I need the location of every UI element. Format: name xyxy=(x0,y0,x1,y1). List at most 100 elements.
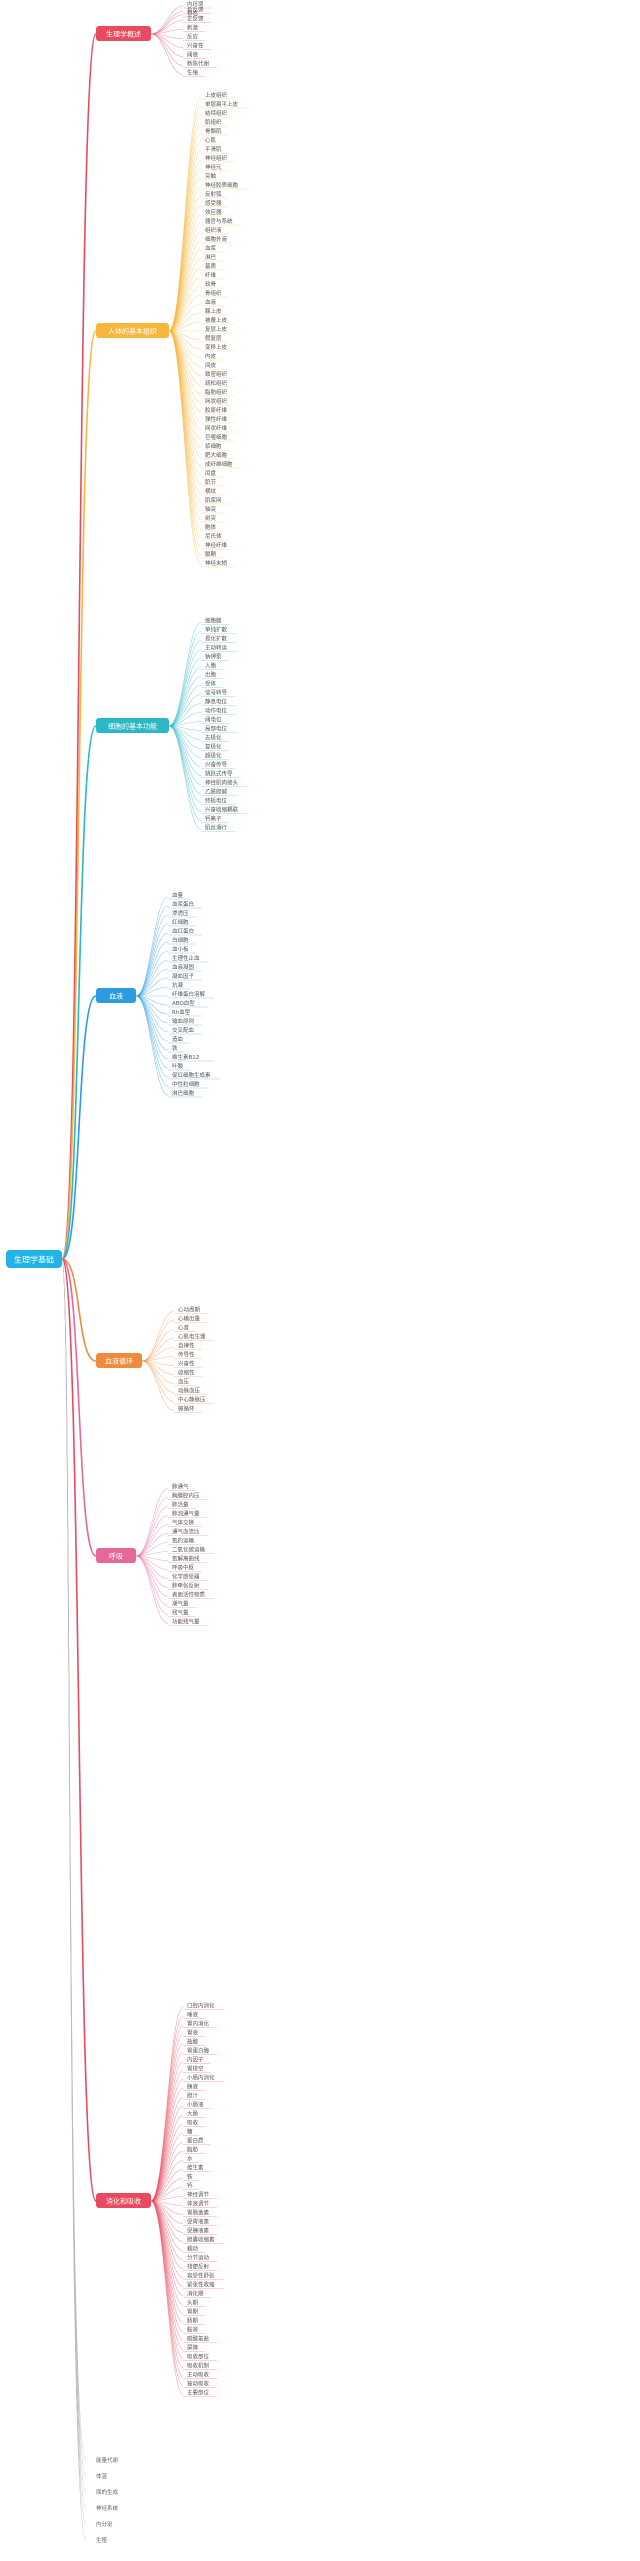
branch-label: 正反馈 xyxy=(187,15,204,23)
branch-label: 心肌 xyxy=(205,137,217,144)
item-connector xyxy=(135,995,169,1042)
branch-label: 髓鞘 xyxy=(205,550,217,558)
item-connector xyxy=(135,1533,169,1557)
item-connector xyxy=(150,2200,184,2323)
item-connector xyxy=(168,249,202,332)
item-connector xyxy=(135,995,169,1069)
item-connector xyxy=(141,1338,175,1362)
branch-label: 主动转运 xyxy=(205,644,228,652)
branch-label: 胶原纤维 xyxy=(205,406,228,414)
branch-label: 肌组织 xyxy=(205,118,222,126)
item-connector xyxy=(150,14,184,35)
item-connector xyxy=(168,186,202,332)
section-title: 生理学概述 xyxy=(106,30,141,39)
item-connector xyxy=(168,622,202,727)
item-connector xyxy=(135,1555,169,1624)
branch-label: 兴奋收缩耦联 xyxy=(205,806,239,814)
branch-label: 肺通气 xyxy=(172,1483,189,1491)
tail-label: 体温 xyxy=(96,2472,108,2480)
item-connector xyxy=(168,725,202,785)
branch-label: 血红蛋白 xyxy=(172,927,194,935)
item-connector xyxy=(168,285,202,332)
branch-label: 盐酸 xyxy=(187,2038,199,2046)
item-connector xyxy=(150,11,184,35)
branch-label: 化学感受器 xyxy=(172,1573,200,1581)
item-connector xyxy=(150,2151,184,2202)
item-connector xyxy=(135,959,169,997)
item-connector xyxy=(150,33,184,66)
item-connector xyxy=(168,640,202,727)
section-connector xyxy=(61,725,97,1260)
tail-connector xyxy=(61,1258,87,2541)
branch-label: 网状组织 xyxy=(205,397,228,405)
branch-label: 大肠 xyxy=(187,2110,199,2118)
item-connector xyxy=(135,995,169,1060)
branch-label: 胃肠激素 xyxy=(187,2209,210,2217)
item-connector xyxy=(135,932,169,997)
branch-label: 单层扁平上皮 xyxy=(205,100,239,108)
branch-label: 致密组织 xyxy=(205,370,228,378)
branch-label: 效应器 xyxy=(205,208,222,216)
branch-label: 胃期 xyxy=(187,2309,199,2316)
branch-label: 感受器 xyxy=(205,199,222,207)
branch-label: 钙离子 xyxy=(205,815,222,823)
branch-label: 胞体 xyxy=(205,523,217,531)
branch-label: 肌丝滑行 xyxy=(205,824,228,832)
branch-label: 小肠内消化 xyxy=(187,2074,215,2082)
item-connector xyxy=(150,2200,184,2350)
item-connector xyxy=(141,1360,175,1402)
branch-label: 纤维蛋白溶解 xyxy=(172,990,206,998)
section-connector xyxy=(61,330,97,1260)
branch-label: 肺泡通气量 xyxy=(172,1510,200,1518)
item-connector xyxy=(135,905,169,997)
branch-label: 凝血因子 xyxy=(172,972,195,980)
item-connector xyxy=(135,896,169,997)
branch-label: 假复层 xyxy=(205,334,222,342)
item-connector xyxy=(168,258,202,332)
branch-label: 尼氏体 xyxy=(205,532,222,540)
branch-label: 被动吸收 xyxy=(187,2380,210,2388)
branch-label: 中性粒细胞 xyxy=(172,1080,200,1088)
section-connector xyxy=(61,1258,97,1362)
branch-label: 腺上皮 xyxy=(205,307,222,315)
branch-label: 血压 xyxy=(178,1378,190,1386)
branch-label: 吸收 xyxy=(187,2119,199,2127)
branch-label: 易化扩散 xyxy=(205,635,228,643)
branch-label: 跳跃式传导 xyxy=(205,770,233,778)
branch-label: 兴奋传导 xyxy=(205,761,228,769)
branch-label: 促胰液素 xyxy=(187,2227,210,2235)
branch-label: 内环境 xyxy=(187,0,204,8)
item-connector xyxy=(150,33,184,75)
branch-label: 刺激 xyxy=(187,24,199,32)
branch-label: 残气量 xyxy=(172,1609,189,1617)
branch-label: 脂肪组织 xyxy=(205,388,228,396)
branch-label: 氧解离曲线 xyxy=(172,1555,200,1563)
item-connector xyxy=(141,1360,175,1411)
branch-label: Rh血型 xyxy=(172,1008,191,1016)
section-title: 人体的基本组织 xyxy=(108,327,157,336)
branch-label: 肺牵张反射 xyxy=(172,1582,200,1590)
section-title: 消化和吸收 xyxy=(106,2197,141,2206)
item-connector xyxy=(135,1555,169,1588)
branch-label: 促胃液素 xyxy=(187,2218,210,2226)
branch-label: 神经调节 xyxy=(187,2191,210,2199)
branch-label: 小肠液 xyxy=(187,2101,204,2109)
item-connector xyxy=(141,1329,175,1362)
branch-label: 主动吸收 xyxy=(187,2371,210,2379)
branch-label: 心输出量 xyxy=(178,1315,201,1323)
branch-label: 呼吸中枢 xyxy=(172,1564,195,1572)
branch-label: 交叉配血 xyxy=(172,1026,195,1034)
branch-label: 胃蛋白酶 xyxy=(187,2047,210,2055)
tail-label: 能量代谢 xyxy=(96,2456,119,2464)
section-node xyxy=(96,1353,142,1368)
section-node xyxy=(96,1548,136,1563)
branch-label: 唾液 xyxy=(187,2011,199,2019)
branch-label: 巨噬细胞 xyxy=(205,433,228,441)
branch-label: 头期 xyxy=(187,2299,199,2307)
branch-label: 主要部位 xyxy=(187,2389,210,2397)
item-connector xyxy=(141,1311,175,1362)
tail-label: 内分泌 xyxy=(96,2520,113,2528)
branch-label: 平滑肌 xyxy=(205,145,222,153)
